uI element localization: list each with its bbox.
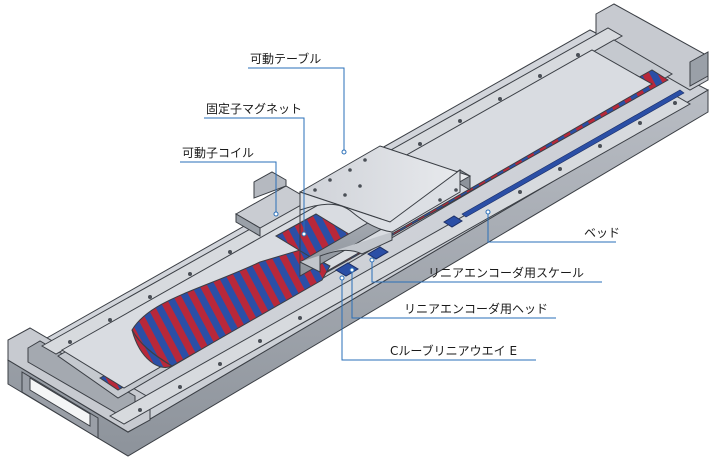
label-stator-magnet: 固定子マグネット xyxy=(206,102,303,116)
movable-table xyxy=(298,145,472,277)
leader-encoder-scale xyxy=(371,262,602,283)
label-encoder-head: リニアエンコーダ用ヘッド xyxy=(404,302,549,316)
label-mover-coil: 可動子コイル xyxy=(182,146,255,160)
leader-stator-magnet xyxy=(204,117,305,232)
leader-bed xyxy=(487,214,616,243)
leader-c-lube xyxy=(341,276,536,361)
leader-movable-table xyxy=(248,67,345,150)
leader-lines xyxy=(180,67,616,361)
encoder-head-part xyxy=(335,215,463,277)
label-c-lube: Cルーブリニアウエイ E xyxy=(390,344,518,358)
label-movable-table: 可動テーブル xyxy=(250,52,322,66)
leader-mover-coil xyxy=(180,161,277,212)
label-bed: ベッド xyxy=(584,226,621,240)
leader-encoder-head xyxy=(351,272,556,319)
label-encoder-scale: リニアエンコーダ用スケール xyxy=(428,266,585,280)
